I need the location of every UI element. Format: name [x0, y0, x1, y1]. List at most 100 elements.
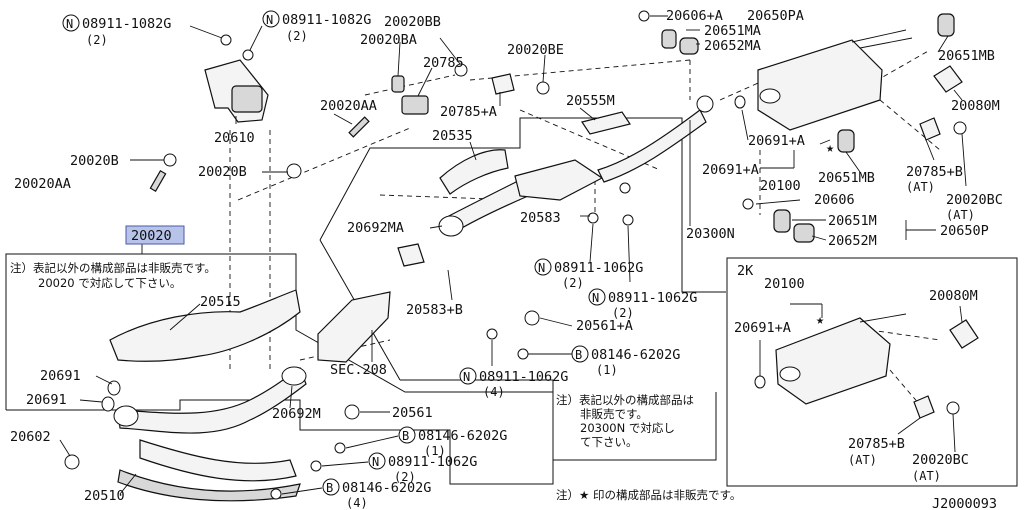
label-20080m-top: 20080M: [951, 98, 1000, 114]
label-20583: 20583: [520, 210, 561, 226]
note-left-line1: 注）表記以外の構成部品は非販売です。: [10, 261, 216, 275]
circled-n-marker: [262, 10, 280, 28]
label-20610: 20610: [214, 130, 255, 146]
circled-n-letter: N: [538, 261, 545, 275]
bolt-front-lower-shape: [270, 488, 282, 500]
label-20583b: 20583+B: [406, 302, 463, 318]
label-20535: 20535: [432, 128, 473, 144]
sensor-20785a-shape: [491, 73, 515, 95]
label-20100: 20100: [760, 178, 801, 194]
muffler-inlet-shape: [759, 88, 781, 104]
frame-lines: [5, 117, 1018, 487]
leader: [579, 107, 596, 121]
gasket-20692ma-shape: [397, 243, 425, 267]
highlight-20020-box: [125, 225, 185, 245]
leader: [189, 25, 223, 39]
leader: [281, 487, 323, 495]
label-20651mb-right: 20651MB: [938, 48, 995, 64]
leader: [333, 113, 353, 125]
tailpipe-shape: [851, 29, 907, 43]
leader: [627, 225, 631, 283]
label-20691-a: 20691: [40, 368, 81, 384]
label-b-08146-6202g-c: 08146-6202G: [342, 480, 431, 496]
label-20785: 20785: [423, 55, 464, 71]
label-20785b: 20785+B: [906, 164, 963, 180]
label-20300n: 20300N: [686, 226, 735, 242]
nut-shape: [220, 34, 232, 46]
circled-n-letter: N: [266, 13, 273, 27]
nut-center-lower-shape: [486, 328, 498, 340]
label-20692m: 20692M: [272, 406, 321, 422]
circled-n-letter: N: [463, 370, 470, 384]
rubber-mount-shape: [231, 85, 263, 113]
label-20606: 20606: [814, 192, 855, 208]
note-mid-line2: 非販売です。: [580, 407, 648, 421]
label-20602: 20602: [10, 429, 51, 445]
nut-20020bb-shape: [454, 63, 468, 77]
ring-20691a-shape: [734, 95, 746, 109]
front-tube-20510-shape: [117, 367, 307, 434]
gasket-20692m-shape: [281, 366, 307, 386]
label-20020ba: 20020BA: [360, 32, 417, 48]
tailpipe-shape: [859, 37, 913, 49]
label-20515: 20515: [200, 294, 241, 310]
note-bottom: 注）★ 印の構成部品は非販売です。: [556, 488, 741, 502]
mid-note-frame: [552, 380, 717, 461]
label-20020bc-at: (AT): [946, 208, 975, 222]
nut-shape: [242, 49, 254, 61]
hanger-20651mb-top-shape: [937, 13, 955, 37]
note-mid-line3: 20300N で対応し: [580, 421, 675, 435]
label-20561: 20561: [392, 405, 433, 421]
label-n-08911-1062g-d: 08911-1062G: [388, 454, 477, 470]
leader: [819, 139, 831, 145]
leader-lines: [59, 15, 967, 495]
stud-20020aa-left-shape: [149, 170, 167, 192]
main-muffler-shape: [757, 39, 883, 131]
insulator-20020ba-shape: [391, 75, 405, 93]
inset-inlet-shape: [779, 366, 801, 382]
label-n-08911-1082g-a: 08911-1082G: [82, 16, 171, 32]
circled-b-letter: B: [402, 429, 409, 443]
leader: [741, 109, 749, 141]
star-marker-inset: ★: [816, 312, 824, 328]
circled-n-letter: N: [372, 455, 379, 469]
label-20020aa-upper: 20020AA: [320, 98, 377, 114]
label-20020bb: 20020BB: [384, 14, 441, 30]
leader: [59, 439, 71, 457]
finisher-20080m-top-shape: [933, 65, 963, 93]
label-20555m: 20555M: [566, 93, 615, 109]
sensor-20785b-shape: [919, 117, 941, 141]
nut-center-shape: [587, 212, 599, 224]
circled-n-letter: N: [592, 291, 599, 305]
label-20691a: 20691+A: [748, 133, 805, 149]
inset-label-20020bc: 20020BC: [912, 452, 969, 468]
leader: [952, 413, 956, 453]
leader: [897, 417, 921, 435]
bolt-20606a-shape: [638, 10, 650, 22]
label-20020b-mid: 20020B: [198, 164, 247, 180]
part-labels: N 08911-1082G (2) N 08911-1082G (2) 2002…: [10, 8, 1003, 510]
inset-nut-shape: [946, 401, 960, 415]
clamp-20583-shape: [619, 182, 631, 194]
label-20651m: 20651M: [828, 213, 877, 229]
label-20652m: 20652M: [828, 233, 877, 249]
flange-front-shape: [113, 405, 139, 427]
label-n-08911-1062g-b-qty: (2): [612, 306, 634, 320]
label-20651ma-top: 20651MA: [704, 23, 761, 39]
label-n-08911-1062g-c: 08911-1062G: [479, 369, 568, 385]
guide-line: [889, 369, 921, 406]
circled-n-marker: [368, 452, 386, 470]
nut-20602-shape: [64, 454, 80, 470]
label-20691-b: 20691: [26, 392, 67, 408]
label-n-08911-1062g-c-qty: (4): [483, 385, 505, 399]
clamp-pipe-shape: [696, 95, 714, 113]
label-20020b-left: 20020B: [70, 153, 119, 169]
inset-ring-shape: [754, 375, 766, 389]
lower-heat-shield-shape: [117, 469, 301, 502]
circled-b-letter: B: [575, 348, 582, 362]
label-b-08146-6202g-b-qty: (1): [424, 444, 446, 458]
heat-shield-20535-shape: [439, 149, 509, 195]
inset-label-20020bc-at: (AT): [912, 469, 941, 483]
leader: [439, 37, 461, 65]
